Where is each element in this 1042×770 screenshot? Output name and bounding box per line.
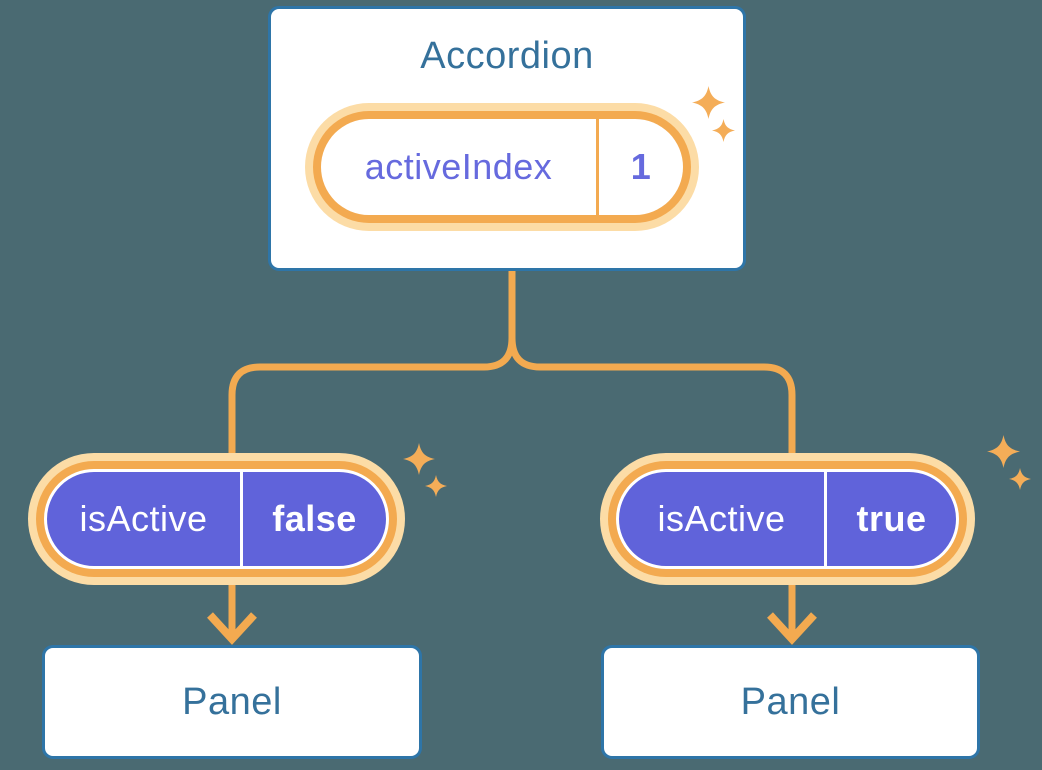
prop-name-label: isActive — [657, 498, 786, 539]
panel-component-card-left: Panel — [42, 645, 422, 759]
branch-left-line — [228, 270, 516, 455]
prop-pill-divider — [824, 472, 827, 566]
panel-component-card-right: Panel — [601, 645, 980, 759]
prop-pill-divider — [240, 472, 243, 566]
prop-pill-isactive-false: isActive false — [28, 453, 405, 585]
state-value-label: 1 — [630, 146, 652, 187]
state-pill-divider — [596, 119, 599, 215]
branch-right-line — [508, 337, 796, 455]
sparkle-icon — [712, 119, 735, 142]
prop-value-label: true — [856, 498, 927, 539]
prop-name-label: isActive — [79, 498, 208, 539]
arrow-left-head — [207, 612, 257, 645]
prop-value-label: false — [272, 498, 357, 539]
sparkle-icon — [987, 435, 1020, 468]
accordion-card-title: Accordion — [420, 35, 594, 77]
prop-pill-isactive-true: isActive true — [600, 453, 975, 585]
prop-pill-ring: isActive true — [608, 461, 967, 577]
state-pill-activeindex: activeIndex 1 — [305, 103, 699, 231]
arrow-right-head — [767, 612, 817, 645]
state-pill-ring: activeIndex 1 — [313, 111, 691, 223]
sparkle-icon — [1009, 468, 1031, 490]
accordion-component-card: Accordion activeIndex 1 — [268, 6, 746, 271]
state-name-label: activeIndex — [364, 146, 553, 187]
sparkle-icon — [403, 443, 435, 475]
panel-card-title: Panel — [740, 680, 841, 723]
prop-pill-ring: isActive false — [36, 461, 397, 577]
sparkle-icon — [425, 475, 447, 497]
sparkle-icon — [692, 86, 725, 119]
panel-card-title: Panel — [182, 680, 282, 723]
